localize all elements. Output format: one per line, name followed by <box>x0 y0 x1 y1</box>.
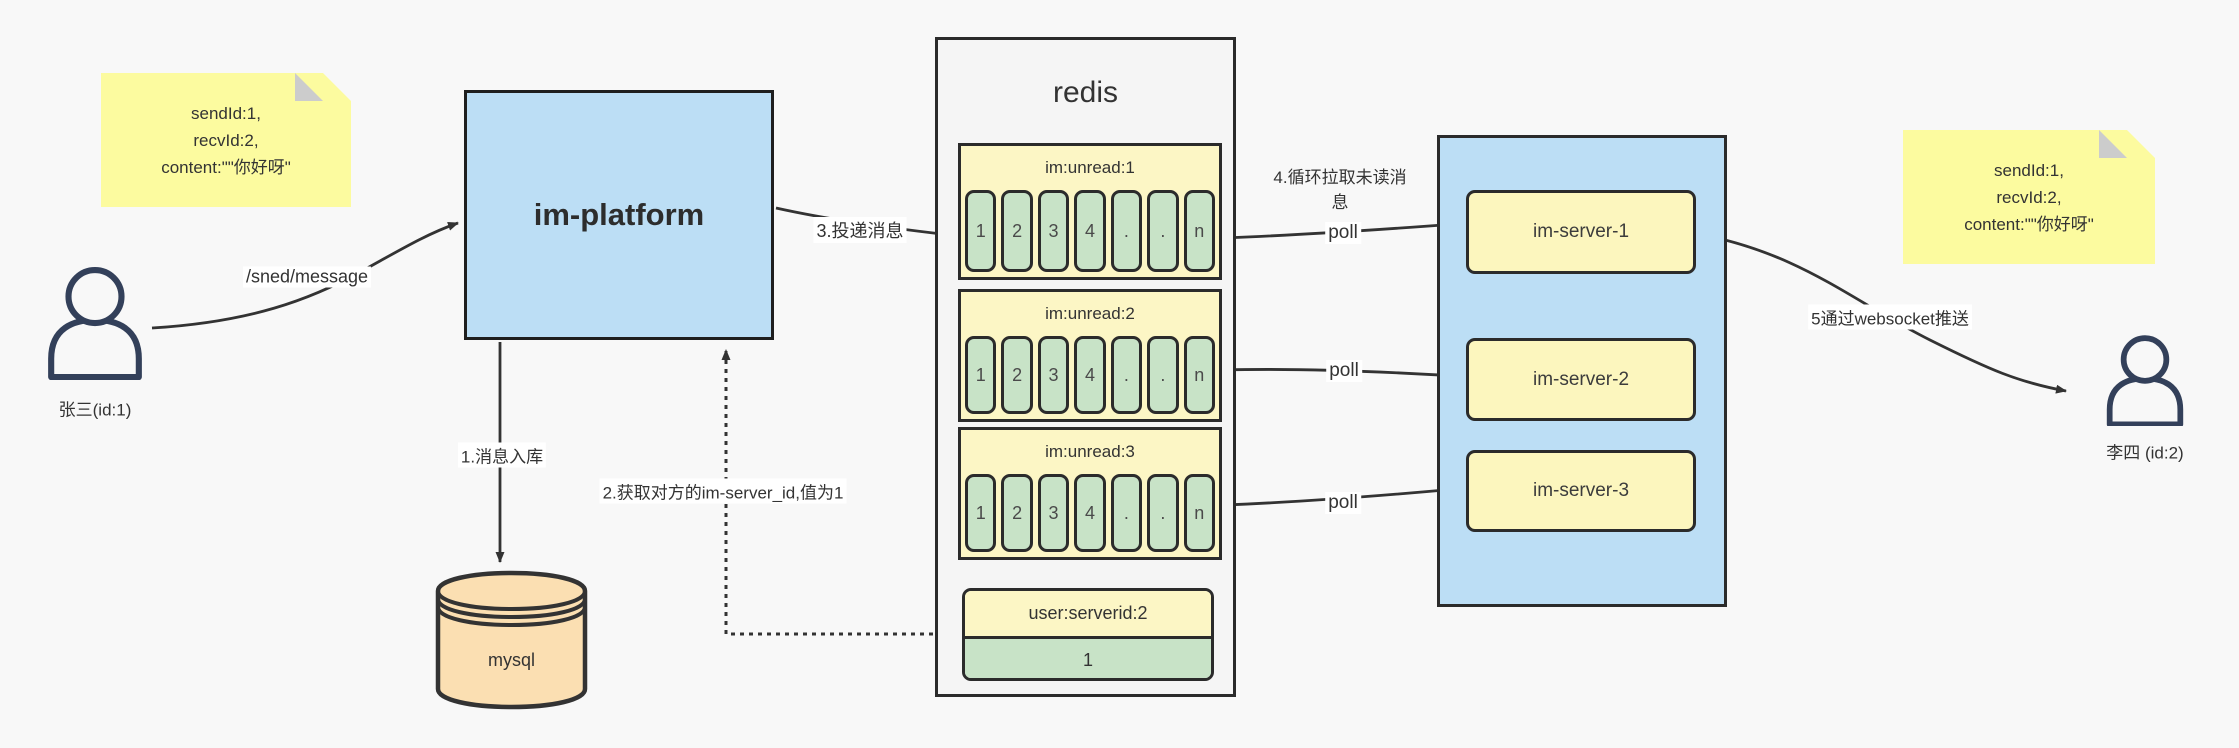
step4-line1: 4.循环拉取未读消 <box>1273 168 1407 187</box>
mysql-label: mysql <box>487 650 535 670</box>
queue-header: im:unread:1 <box>1045 158 1135 177</box>
step2-label: 2.获取对方的im-server_id,值为1 <box>599 478 847 504</box>
note-line: content:""你好呀" <box>1964 214 2094 234</box>
send-request-label: /sned/message <box>242 266 372 288</box>
mysql-database: mysql <box>435 570 588 710</box>
im-server-2-label: im-server-2 <box>1532 368 1630 390</box>
serverid-map-value: 1 <box>965 636 1211 678</box>
note-fold-icon <box>2099 130 2127 158</box>
queue-cells: 1 2 3 4 . . n <box>965 474 1215 552</box>
queue-cells: 1 2 3 4 . . n <box>965 336 1215 414</box>
queue-cell: n <box>1183 474 1215 552</box>
queue-cell: 4 <box>1074 190 1106 272</box>
queue-cells: 1 2 3 4 . . n <box>965 190 1215 272</box>
queue-cell: 2 <box>1001 190 1033 272</box>
receiver-label: 李四 (id:2) <box>2106 443 2184 463</box>
queue-cell: 1 <box>965 474 997 552</box>
sender-user-icon <box>48 266 142 380</box>
queue-cell: . <box>1147 190 1179 272</box>
sender-label: 张三(id:1) <box>58 400 132 420</box>
im-server-1-label: im-server-1 <box>1532 221 1630 242</box>
queue-cell: . <box>1110 336 1143 414</box>
queue-cell: . <box>1110 474 1143 552</box>
queue-cell: 2 <box>1001 474 1033 552</box>
queue-cell: 3 <box>1037 474 1070 552</box>
im-server-2-box: im-server-2 <box>1466 338 1696 421</box>
im-server-1-box: im-server-1 <box>1466 190 1696 274</box>
queue-cell: 2 <box>1001 336 1033 414</box>
mysql-cylinder-icon <box>435 570 588 710</box>
queue-cell: 1 <box>965 190 997 272</box>
note-line: recvId:2, <box>1996 187 2062 207</box>
step1-label: 1.消息入库 <box>457 442 547 468</box>
note-line: sendId:1, <box>1994 160 2064 180</box>
note-line: recvId:2, <box>193 130 259 150</box>
queue-cell: n <box>1183 336 1215 414</box>
serverid-map-box: user:serverid:2 1 <box>962 588 1214 681</box>
unread-queue-2: im:unread:2 1 2 3 4 . . n <box>958 289 1222 422</box>
queue-cell: . <box>1110 190 1143 272</box>
queue-cell: . <box>1147 336 1179 414</box>
note-fold-icon <box>295 73 323 101</box>
step3-label: 3.投递消息 <box>813 217 907 243</box>
queue-header: im:unread:2 <box>1045 304 1135 323</box>
queue-cell: n <box>1183 190 1215 272</box>
poll-label-3: poll <box>1325 492 1361 514</box>
receiver-user-icon <box>2106 335 2184 426</box>
im-server-3-box: im-server-3 <box>1466 450 1696 532</box>
step4-label: 4.循环拉取未读消 息 <box>1273 165 1406 215</box>
queue-cell: 3 <box>1037 336 1070 414</box>
note-line: content:""你好呀" <box>161 157 291 177</box>
redis-title: redis <box>1052 76 1119 109</box>
im-platform-label: im-platform <box>533 197 705 232</box>
queue-cell: 1 <box>965 336 997 414</box>
im-platform-box: im-platform <box>464 90 774 340</box>
step4-line2: 息 <box>1331 193 1349 212</box>
serverid-map-key: user:serverid:2 <box>965 591 1211 636</box>
unread-queue-1: im:unread:1 1 2 3 4 . . n <box>958 143 1222 280</box>
queue-cell: . <box>1147 474 1179 552</box>
unread-queue-3: im:unread:3 1 2 3 4 . . n <box>958 427 1222 560</box>
queue-cell: 4 <box>1074 336 1106 414</box>
queue-cell: 4 <box>1074 474 1106 552</box>
queue-header: im:unread:3 <box>1045 442 1135 461</box>
step5-label: 5通过websocket推送 <box>1808 304 1972 330</box>
poll-label-1: poll <box>1325 222 1361 244</box>
note-line: sendId:1, <box>191 103 261 123</box>
im-server-3-label: im-server-3 <box>1532 480 1630 501</box>
queue-cell: 3 <box>1037 190 1070 272</box>
poll-label-2: poll <box>1326 360 1362 382</box>
